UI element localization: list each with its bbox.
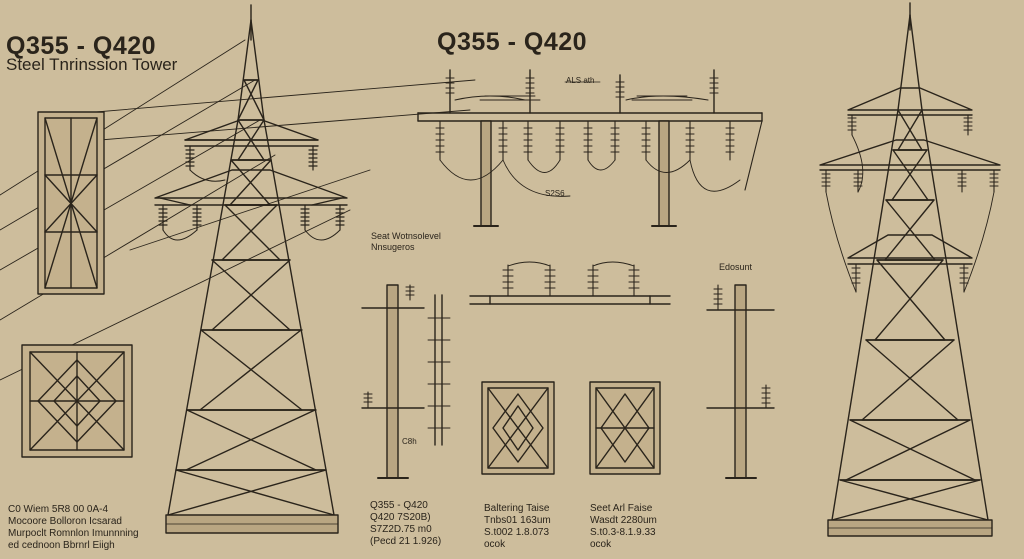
note-line: ocok (590, 539, 612, 550)
note-line: C0 Wiem 5R8 00 0A-4 (8, 504, 109, 515)
note-line: (Pecd 21 1.926) (370, 536, 442, 547)
note-line: Baltering Taise (484, 503, 550, 514)
section-label-1: Seat Wotnsolevel (371, 231, 441, 241)
section-label-2: Nnsugeros (371, 242, 415, 252)
top-detail-label: ALS ath (566, 76, 595, 85)
pole-elevation-left (361, 284, 451, 479)
mid-detail-label: S2S6 (545, 189, 565, 198)
note-line: Mocoore Bolloron Icsarad (8, 516, 122, 527)
note-line: Seet Arl Faise (590, 503, 653, 514)
note-line: Wasdt 2280um (590, 515, 657, 526)
notes-bottom-center-a: Q355 - Q420 Q420 7S20B) S7Z2D.75 m0 (Pec… (370, 500, 441, 548)
lattice-box-b (589, 381, 661, 475)
note-line: ed cednoon Bbrnrl Eiigh (8, 540, 115, 551)
note-line: S7Z2D.75 m0 (370, 524, 432, 535)
tower-left (154, 4, 348, 534)
frame-detail-lower (21, 344, 133, 458)
frame-detail-upper (37, 111, 105, 295)
lattice-box-a (481, 381, 555, 475)
notes-bottom-center-b: Baltering Taise Tnbs01 163um S.t002 1.8.… (484, 503, 551, 551)
note-line: Q355 - Q420 (370, 500, 428, 511)
pole-label: C8h (402, 437, 417, 446)
notes-bottom-left: C0 Wiem 5R8 00 0A-4 Mocoore Bolloron Ics… (8, 504, 139, 552)
pole-elevation-right (706, 284, 775, 479)
notes-bottom-right: Seet Arl Faise Wasdt 2280um S.t0.3-8.1.9… (590, 503, 657, 551)
note-line: S.t002 1.8.073 (484, 527, 550, 538)
left-subtitle: Steel Tnrinssion Tower (6, 55, 178, 74)
note-line: Tnbs01 163um (484, 515, 551, 526)
note-line: S.t0.3-8.1.9.33 (590, 527, 656, 538)
right-detail-label: Edosunt (719, 262, 753, 272)
note-line: ocok (484, 539, 506, 550)
gantry-structure (417, 69, 763, 227)
center-title: Q355 - Q420 (437, 28, 588, 56)
note-line: Q420 7S20B) (370, 512, 431, 523)
left-title: Q355 - Q420 (6, 32, 157, 60)
tower-right (819, 2, 1001, 537)
note-line: Murpoclt Romnlon Imunnning (8, 528, 139, 539)
crossarm-detail (469, 261, 671, 305)
